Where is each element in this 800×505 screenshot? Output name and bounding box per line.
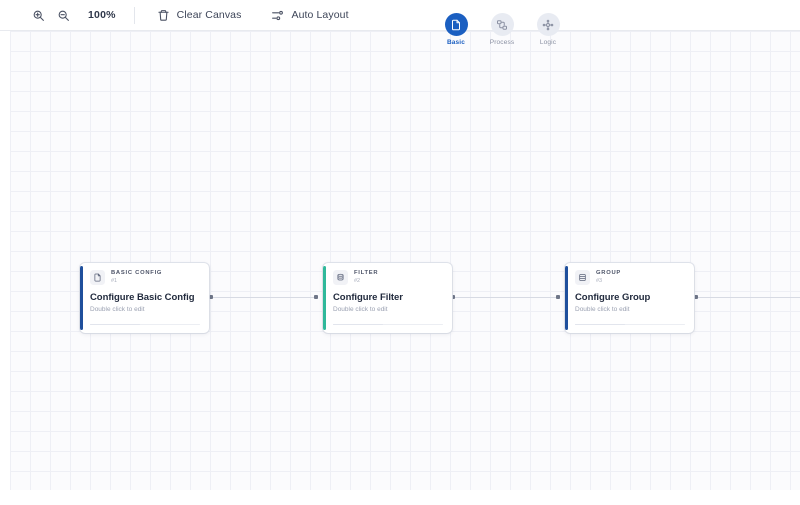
filter-icon (333, 270, 348, 285)
node-hint: Double click to edit (90, 306, 145, 313)
node-hint: Double click to edit (575, 306, 630, 313)
node-progress-fill (333, 323, 383, 325)
node-accent-bar (565, 266, 568, 330)
zoom-out-icon (57, 9, 70, 22)
edge-node3-out (696, 297, 800, 298)
node-header: BASIC CONFIG #1 (90, 270, 201, 285)
node-card-filter[interactable]: FILTER #2 Configure Filter Double click … (323, 263, 452, 333)
node-title: Configure Group (575, 292, 651, 303)
node-progress-fill (575, 323, 625, 325)
node-palette: Basic Process Logic (440, 13, 564, 46)
palette-item-label: Process (489, 39, 515, 46)
zoom-out-button[interactable] (51, 4, 76, 26)
port-node1-out[interactable] (209, 295, 213, 299)
palette-item-basic[interactable]: Basic (440, 13, 472, 46)
node-title: Configure Filter (333, 292, 403, 303)
node-kind-label: BASIC CONFIG (111, 270, 163, 277)
logic-icon (536, 13, 560, 36)
node-kind-label: GROUP (596, 270, 622, 277)
edge-node1-node2 (211, 297, 316, 298)
toolbar-divider (133, 6, 135, 24)
node-accent-bar (80, 266, 83, 330)
port-node2-in[interactable] (314, 295, 318, 299)
clear-canvas-label: Clear Canvas (176, 9, 242, 21)
edge-node2-node3 (453, 297, 558, 298)
palette-item-label: Logic (539, 39, 557, 46)
document-icon (444, 13, 468, 36)
bottom-strip (0, 490, 800, 505)
node-number-label: #3 (596, 277, 603, 284)
flow-canvas[interactable]: BASIC CONFIG #1 Configure Basic Config D… (10, 31, 800, 490)
clear-canvas-button[interactable]: Clear Canvas (151, 4, 248, 26)
toolbar: 100% Clear Canvas Auto Layout (0, 0, 800, 31)
node-number-label: #1 (111, 277, 118, 284)
auto-layout-label: Auto Layout (291, 9, 349, 21)
port-node3-in[interactable] (556, 295, 560, 299)
trash-icon (157, 9, 170, 22)
port-node3-out[interactable] (694, 295, 698, 299)
canvas-grid (10, 31, 800, 490)
node-hint: Double click to edit (333, 306, 388, 313)
node-header: FILTER #2 (333, 270, 444, 285)
node-title: Configure Basic Config (90, 292, 195, 303)
zoom-in-icon (32, 9, 45, 22)
process-icon (490, 13, 514, 36)
document-icon (90, 270, 105, 285)
palette-item-logic[interactable]: Logic (532, 13, 564, 46)
zoom-level-label: 100% (88, 9, 116, 21)
node-progress-fill (90, 323, 140, 325)
node-card-group[interactable]: GROUP #3 Configure Group Double click to… (565, 263, 694, 333)
node-card-basic-config[interactable]: BASIC CONFIG #1 Configure Basic Config D… (80, 263, 209, 333)
group-icon (575, 270, 590, 285)
zoom-in-button[interactable] (26, 4, 51, 26)
node-progress-bar (575, 323, 685, 325)
node-kind-label: FILTER (354, 270, 379, 277)
node-number-label: #2 (354, 277, 361, 284)
node-accent-bar (323, 266, 326, 330)
palette-item-process[interactable]: Process (486, 13, 518, 46)
node-progress-bar (333, 323, 443, 325)
palette-item-label: Basic (446, 39, 466, 46)
node-progress-bar (90, 323, 200, 325)
auto-layout-icon (271, 9, 284, 22)
auto-layout-button[interactable]: Auto Layout (265, 4, 354, 26)
node-header: GROUP #3 (575, 270, 686, 285)
port-node2-out[interactable] (451, 295, 455, 299)
